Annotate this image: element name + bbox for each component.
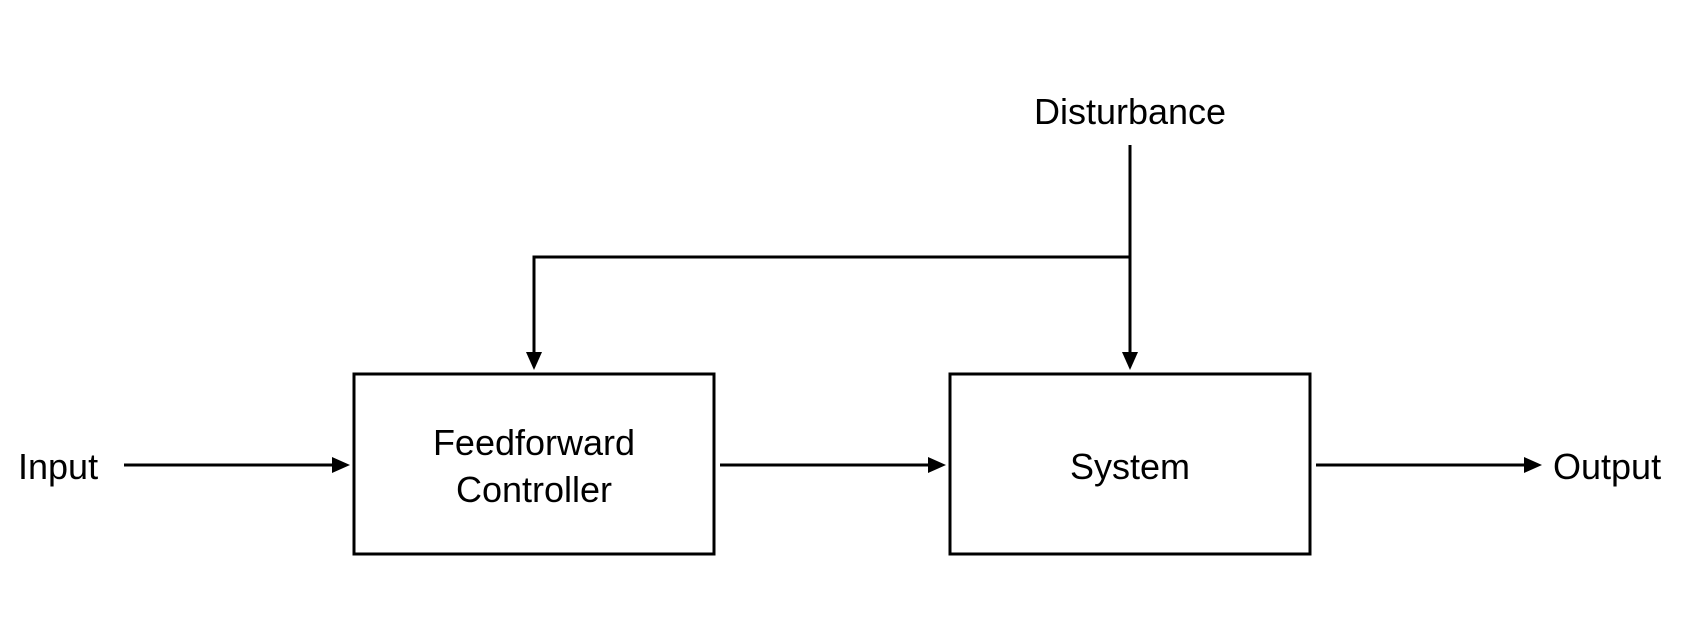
output-label: Output bbox=[1553, 446, 1661, 487]
feedforward-controller-box bbox=[352, 372, 716, 556]
feedforward-controller-label-line1: Feedforward bbox=[433, 422, 635, 463]
system-box bbox=[948, 372, 1312, 556]
disturbance-to-controller-line bbox=[532, 255, 1130, 354]
feedforward-controller-block: Feedforward Controller bbox=[352, 372, 716, 556]
input-label: Input bbox=[18, 446, 98, 487]
feedforward-controller-label-line2: Controller bbox=[456, 469, 612, 510]
controller-to-system-arrowhead bbox=[928, 457, 946, 473]
system-label: System bbox=[1070, 446, 1190, 487]
input-to-controller-arrowhead bbox=[332, 457, 350, 473]
disturbance-label: Disturbance bbox=[1034, 91, 1226, 132]
disturbance-to-system-arrowhead bbox=[1122, 352, 1138, 370]
disturbance-to-controller-arrowhead bbox=[526, 352, 542, 370]
system-block: System bbox=[948, 372, 1312, 556]
system-to-output-arrowhead bbox=[1524, 457, 1542, 473]
